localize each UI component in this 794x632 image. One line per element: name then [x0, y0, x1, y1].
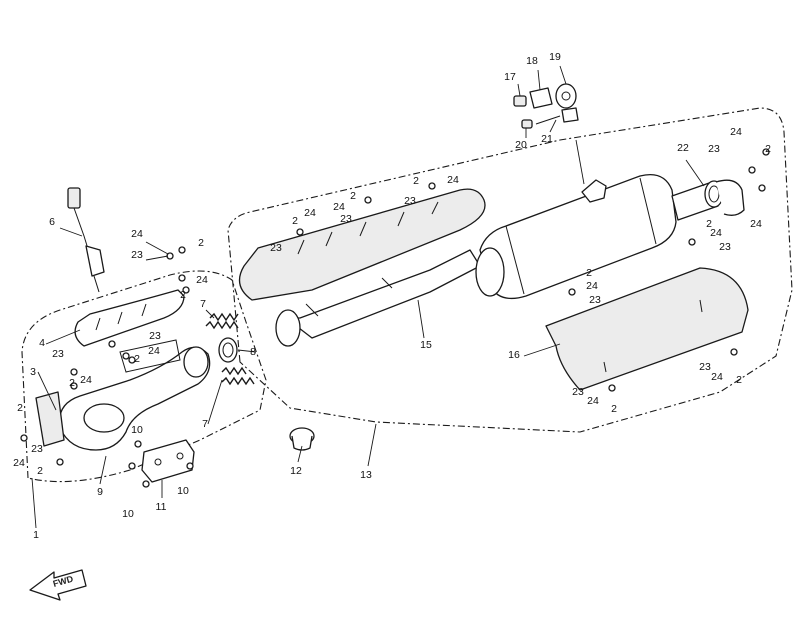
- callout-23: 23: [708, 143, 720, 155]
- callout-24: 24: [750, 218, 762, 230]
- fwd-arrow: FWD: [29, 569, 87, 601]
- callout-23: 23: [699, 361, 711, 373]
- callout-4: 4: [39, 337, 45, 349]
- bushing: [289, 427, 315, 451]
- callout-21: 21: [541, 133, 553, 145]
- callout-7: 7: [200, 298, 206, 310]
- callout-24: 24: [587, 395, 599, 407]
- callout-2: 2: [292, 215, 298, 227]
- head-pipe: [275, 249, 481, 347]
- callout-24: 24: [131, 228, 143, 240]
- callout-2: 2: [69, 377, 75, 389]
- manifold-bracket: [141, 439, 195, 483]
- exhaust-manifold: [35, 339, 211, 451]
- callout-23: 23: [404, 195, 416, 207]
- callout-24: 24: [730, 126, 742, 138]
- callout-6: 6: [49, 216, 55, 228]
- callout-20: 20: [515, 139, 527, 151]
- callout-16: 16: [508, 349, 520, 361]
- muffler: [475, 173, 677, 300]
- callout-24: 24: [80, 374, 92, 386]
- callout-23: 23: [131, 249, 143, 261]
- callout-15: 15: [420, 339, 432, 351]
- callout-7: 7: [202, 418, 208, 430]
- callout-3: 3: [30, 366, 36, 378]
- callout-23: 23: [52, 348, 64, 360]
- fasteners: [20, 148, 770, 488]
- group-outline-muffler: [227, 107, 793, 433]
- callout-10: 10: [122, 508, 134, 520]
- callout-23: 23: [149, 330, 161, 342]
- callout-2: 2: [413, 175, 419, 187]
- callout-10: 10: [131, 424, 143, 436]
- callout-2: 2: [350, 190, 356, 202]
- manifold-heat-shield: [74, 289, 185, 347]
- callout-23: 23: [340, 213, 352, 225]
- callout-23: 23: [719, 241, 731, 253]
- tail-pipe: [671, 179, 745, 221]
- callout-2: 2: [134, 353, 140, 365]
- springs: [205, 312, 255, 386]
- callout-24: 24: [304, 207, 316, 219]
- leader-lines: [31, 65, 705, 529]
- callout-2: 2: [198, 237, 204, 249]
- callout-2: 2: [736, 374, 742, 386]
- callout-13: 13: [360, 469, 372, 481]
- front-heat-shield: [238, 188, 486, 301]
- callout-19: 19: [549, 51, 561, 63]
- callout-2: 2: [611, 403, 617, 415]
- callout-10: 10: [177, 485, 189, 497]
- callout-2: 2: [180, 289, 186, 301]
- callout-11: 11: [156, 501, 167, 513]
- callout-24: 24: [710, 227, 722, 239]
- callout-23: 23: [31, 443, 43, 455]
- callout-23: 23: [270, 242, 282, 254]
- callout-23: 23: [589, 294, 601, 306]
- hanger-hardware: [513, 83, 579, 129]
- callout-2: 2: [37, 465, 43, 477]
- callout-2: 2: [17, 402, 23, 414]
- rear-heat-shield: [545, 267, 749, 391]
- callout-9: 9: [97, 486, 103, 498]
- callout-24: 24: [13, 457, 25, 469]
- callout-2: 2: [706, 218, 712, 230]
- callout-24: 24: [196, 274, 208, 286]
- callout-2: 2: [765, 143, 771, 155]
- callout-18: 18: [526, 55, 538, 67]
- callout-2: 2: [586, 267, 592, 279]
- oxygen-sensor: [67, 187, 105, 293]
- callout-24: 24: [711, 371, 723, 383]
- callout-24: 24: [447, 174, 459, 186]
- callout-23: 23: [572, 386, 584, 398]
- callout-1: 1: [33, 529, 39, 541]
- callout-24: 24: [333, 201, 345, 213]
- callout-8: 8: [250, 346, 256, 358]
- callout-24: 24: [148, 345, 160, 357]
- callout-22: 22: [677, 142, 689, 154]
- callout-12: 12: [290, 465, 302, 477]
- exhaust-gasket: [218, 337, 238, 363]
- callout-17: 17: [504, 71, 516, 83]
- callout-24: 24: [586, 280, 598, 292]
